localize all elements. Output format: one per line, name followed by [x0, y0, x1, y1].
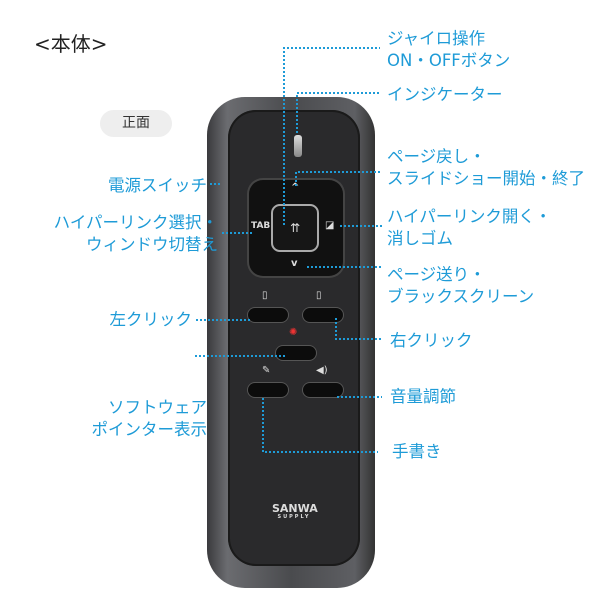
label-right-click: 右クリック — [390, 331, 473, 350]
dpad[interactable]: ^ v TAB ◪ ⇈ — [249, 180, 343, 276]
label-page-back: ページ戻し・スライドショー開始・終了 — [387, 147, 585, 188]
right-click-button[interactable] — [303, 308, 343, 322]
up-arrow-icon[interactable]: ^ — [291, 182, 300, 193]
label-page-forward: ページ送り・ブラックスクリーン — [387, 265, 535, 306]
label-indicator: インジケーター — [387, 85, 503, 104]
label-hyperlink-open: ハイパーリンク開く・消しゴム — [387, 207, 552, 248]
tab-button[interactable]: TAB — [251, 221, 271, 231]
down-arrow-icon[interactable]: v — [291, 258, 298, 269]
handwriting-button[interactable] — [248, 383, 288, 397]
label-volume: 音量調節 — [390, 387, 456, 406]
volume-button[interactable] — [303, 383, 343, 397]
gyro-icon: ⇈ — [289, 221, 301, 235]
label-hyperlink-select: ハイパーリンク選択・ウィンドウ切替え — [53, 213, 218, 254]
label-pointer: ソフトウェアポインター表示 — [91, 398, 208, 439]
volume-icon: ◀) — [316, 365, 328, 376]
eraser-icon[interactable]: ◪ — [325, 220, 335, 231]
label-left-click: 左クリック — [109, 310, 193, 329]
left-mouse-icon: ▯ — [262, 290, 268, 301]
gyro-button[interactable]: ⇈ — [271, 204, 319, 252]
label-power: 電源スイッチ — [108, 176, 207, 195]
pen-icon: ✎ — [262, 365, 271, 376]
left-click-button[interactable] — [248, 308, 288, 322]
label-handwriting: 手書き — [392, 442, 442, 461]
right-mouse-icon: ▯ — [316, 290, 322, 301]
indicator-led — [294, 135, 302, 157]
page-title: <本体> — [34, 32, 108, 56]
pointer-button[interactable] — [276, 346, 316, 360]
laser-icon: ✺ — [289, 327, 298, 338]
view-label: 正面 — [100, 110, 172, 137]
